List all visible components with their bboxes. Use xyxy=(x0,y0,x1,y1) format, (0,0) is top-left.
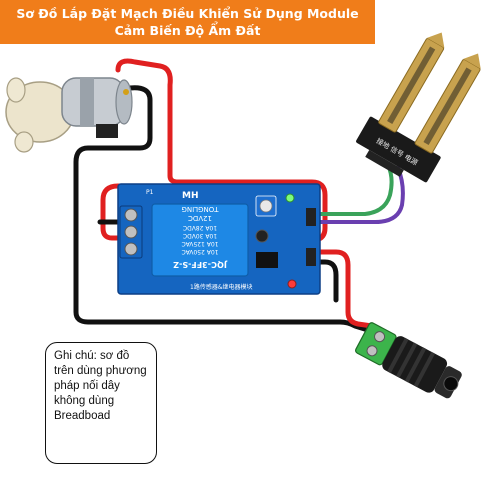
sensor-trace-right xyxy=(423,67,472,146)
jack-ridge-1 xyxy=(387,337,409,374)
jack-ridge-2 xyxy=(396,342,418,378)
potentiometer-knob xyxy=(259,199,273,213)
relay-coil-voltage: 12VDC xyxy=(188,214,212,222)
jack-socket xyxy=(443,376,459,392)
sensor-board xyxy=(356,116,441,183)
dc-power-jack xyxy=(355,322,462,399)
relay-maker: TONGLING xyxy=(181,205,219,213)
screw-terminal-2 xyxy=(124,225,138,239)
title-banner: Sơ Đồ Lắp Đặt Mạch Điều Khiển Sử Dụng Mo… xyxy=(0,0,375,44)
jack-ridge-3 xyxy=(404,347,427,383)
pump-terminal xyxy=(123,89,129,95)
sensor-trace-left xyxy=(387,46,436,125)
note-box: Ghi chú: sơ đồ trên dùng phương pháp nối… xyxy=(45,342,157,464)
led-green xyxy=(285,193,295,203)
sensor-tip-left xyxy=(427,32,445,48)
relay-rating-2: 10A 125VAC xyxy=(181,240,218,247)
led-red xyxy=(287,279,297,289)
title-line-1: Sơ Đồ Lắp Đặt Mạch Điều Khiển Sử Dụng Mo… xyxy=(16,6,359,21)
relay-brand: MH xyxy=(182,191,199,201)
water-pump xyxy=(5,77,133,153)
screw-terminal-3 xyxy=(124,242,138,256)
relay-rating-1: 10A 250VAC xyxy=(181,248,218,255)
jack-ridge-4 xyxy=(413,351,436,388)
title-line-2: Cảm Biến Độ Ẩm Đất xyxy=(114,23,261,38)
soil-moisture-sensor: 接地 信号 电源 xyxy=(356,32,481,183)
relay-model-label: JQC-3FF-S-Z xyxy=(173,260,228,269)
pump-motor-cap xyxy=(115,79,133,125)
sensor-pins xyxy=(365,149,404,177)
wire-red-pump-to-board xyxy=(115,58,328,246)
relay-module: P1 MH JQC-3FF-S-Z 10A 250VAC 10A 125VAC … xyxy=(117,183,321,295)
note-text: Ghi chú: sơ đồ trên dùng phương pháp nối… xyxy=(54,350,147,422)
relay-board-caption: 1路传感器&继电器模块 xyxy=(190,283,253,291)
jack-screw-2 xyxy=(366,345,378,357)
wire-purple-sensor-to-board xyxy=(298,166,405,224)
header-pins-power xyxy=(306,248,316,266)
wire-red-terminal-loop xyxy=(100,183,168,241)
pump-inlet xyxy=(6,77,26,103)
header-pins-sensor xyxy=(306,208,316,226)
pump-mount xyxy=(96,124,118,138)
wire-red-board-to-jack xyxy=(297,249,375,329)
relay-body xyxy=(151,203,249,277)
wire-green-sensor-to-board xyxy=(298,163,394,216)
screw-terminal-1 xyxy=(124,208,138,222)
capacitor xyxy=(255,229,269,243)
sensor-tip-right xyxy=(463,53,481,69)
comparator-chip xyxy=(256,252,278,268)
relay-rating-4: 10A 28VDC xyxy=(183,224,217,231)
pump-outlet xyxy=(14,131,34,153)
jack-screw-1 xyxy=(374,331,386,343)
wire-black-board-to-jack xyxy=(297,259,339,303)
wires xyxy=(73,58,405,333)
relay-p1-label: P1 xyxy=(146,189,154,196)
relay-rating-3: 10A 30VDC xyxy=(183,232,217,239)
pump-motor-band xyxy=(80,78,94,126)
wire-black-pump-to-jack xyxy=(73,85,371,333)
